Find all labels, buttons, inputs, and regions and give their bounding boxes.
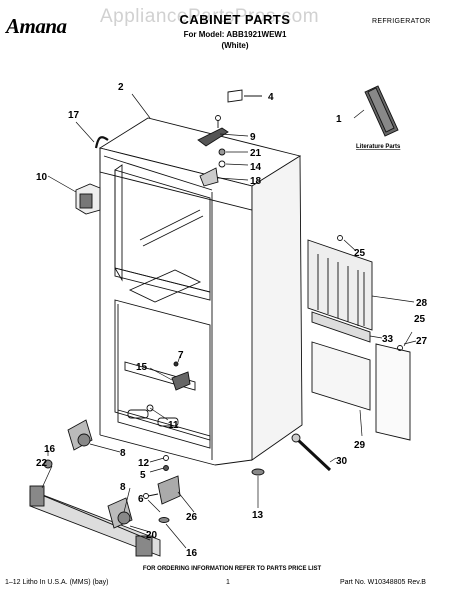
watermark: AppliancePartsPros.com <box>100 6 320 27</box>
ordering-note: FOR ORDERING INFORMATION REFER TO PARTS … <box>142 566 322 572</box>
wrench <box>296 438 332 472</box>
callout-22: 22 <box>36 458 48 469</box>
callout-5: 5 <box>140 470 146 481</box>
callout-2: 2 <box>118 82 124 93</box>
part-17-tube <box>94 136 109 149</box>
callout-33: 33 <box>382 334 394 345</box>
rear-grille <box>307 239 373 331</box>
cabinet-body <box>98 117 303 466</box>
part-number: Part No. W10348805 Rev.B <box>340 579 426 586</box>
callout-4: 4 <box>268 92 274 103</box>
page-title: CABINET PARTS <box>179 12 291 27</box>
callout-28: 28 <box>416 298 428 309</box>
literature-parts-label: Literature Parts <box>356 144 401 150</box>
callout-11: 11 <box>168 420 179 431</box>
color-variant: (White) <box>221 41 249 50</box>
toe-grille <box>29 485 161 557</box>
callout-18: 18 <box>250 176 262 187</box>
page-number: 1 <box>226 579 230 586</box>
part-4-tag <box>227 89 243 103</box>
callout-13: 13 <box>252 510 264 521</box>
roller-wheel-upper <box>67 419 93 451</box>
callout-6: 6 <box>138 494 144 505</box>
callout-9: 9 <box>250 132 256 143</box>
callout-8-upper: 8 <box>120 448 126 459</box>
callout-25-lower: 25 <box>414 314 426 325</box>
hinge-bracket-lower <box>157 475 181 505</box>
callout-20: 20 <box>146 530 158 541</box>
top-hinge <box>197 115 229 187</box>
callout-26: 26 <box>186 512 198 523</box>
foot-pad <box>251 468 265 476</box>
callout-12: 12 <box>138 458 150 469</box>
callout-1: 1 <box>336 114 342 125</box>
callout-29: 29 <box>354 440 366 451</box>
roller-wheel-lower <box>107 497 133 529</box>
side-panel <box>375 343 411 441</box>
trim-strip <box>311 311 371 343</box>
callout-8-lower: 8 <box>120 482 126 493</box>
callout-7: 7 <box>178 350 184 361</box>
callout-27: 27 <box>416 336 428 347</box>
callout-16-upper: 16 <box>44 444 56 455</box>
callout-21: 21 <box>250 148 262 159</box>
brand-logo: Amana <box>6 14 67 38</box>
callout-25-upper: 25 <box>354 248 366 259</box>
literature-booklet <box>364 85 399 137</box>
product-category: REFRIGERATOR <box>372 18 431 25</box>
print-info: 1–12 Litho In U.S.A. (MMS) (bay) <box>5 579 109 586</box>
control-box <box>75 183 101 215</box>
front-panel <box>311 341 371 411</box>
callout-15: 15 <box>136 362 148 373</box>
callout-16-lower: 16 <box>186 548 198 559</box>
callout-10: 10 <box>36 172 48 183</box>
model-number: For Model: ABB1921WEW1 <box>183 30 287 39</box>
callout-17: 17 <box>68 110 80 121</box>
callout-30: 30 <box>336 456 348 467</box>
callout-14: 14 <box>250 162 262 173</box>
